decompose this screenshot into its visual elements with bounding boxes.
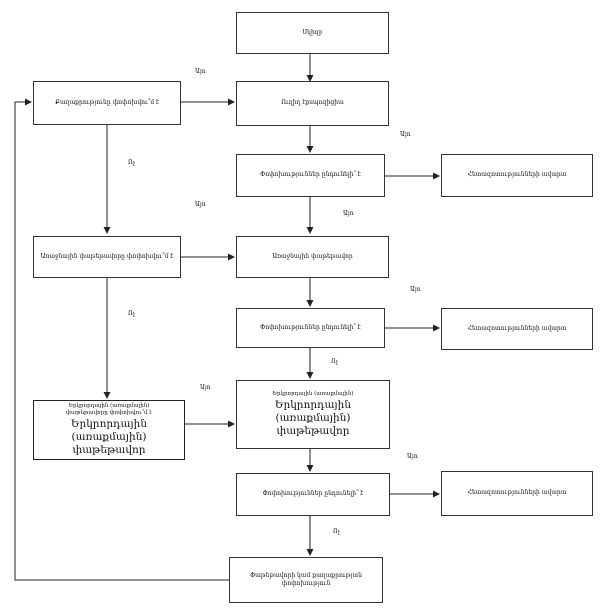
spatial-scaling-label: Առաջնային փաթեթավոր — [272, 252, 353, 260]
decision-2-box: Փոփոխություններ ընդունելի՞ է — [236, 308, 385, 348]
secondary-q-label-a: Երկրորդային (առաքմային) — [68, 402, 150, 409]
result-3-label: Հետազոտությունների ավարտ — [467, 489, 567, 497]
secondary-q-label-big: Երկրորդային (առաքմային) փաթեթավոր — [70, 417, 147, 456]
yes-label-7: Այո — [407, 453, 418, 460]
secondary-box: Երկրորդային (առաքմային) Երկրորդային (առա… — [236, 380, 390, 449]
decision-3-box: Փոփոխություններ ընդունելի՞ է — [236, 473, 390, 516]
result-2-label: Հետազոտությունների ավարտ — [467, 324, 567, 332]
secondary-q-label-b: փաթեթավորը փոփոխվու՞մ է — [65, 410, 153, 417]
no-label-4: Ոչ — [333, 528, 340, 535]
secondary-label-a: Երկրորդային (առաքմային) — [272, 391, 354, 398]
direct-access-box: Ուղիղ էքսպոզիցիա — [236, 81, 389, 126]
spatial-scaling-box: Առաջնային փաթեթավոր — [236, 236, 389, 278]
result-1-box: Հետազոտությունների ավարտ — [441, 154, 593, 197]
decision-1-label: Փոփոխություններ ընդունելի՞ է — [260, 171, 361, 179]
quality-change-box: Քաղաքրությունը փոփոխվու՞մ է — [33, 81, 181, 125]
result-3-box: Հետազոտությունների ավարտ — [441, 471, 593, 516]
decision-3-label: Փոփոխություններ ընդունելի՞ է — [262, 490, 364, 498]
yes-label-1: Այո — [195, 68, 206, 75]
spatial-scaling-q-label: Առաջնային փաթեթավորը փոփոխվու՞մ է — [40, 252, 174, 260]
no-label-1: Ոչ — [128, 159, 135, 166]
start-label: Սկիզբ — [302, 28, 323, 36]
final-box: Փաթեթավորի կամ քաղաքրության փոփոխություն — [229, 557, 383, 603]
start-box: Սկիզբ — [236, 12, 389, 54]
yes-label-6: Այո — [200, 384, 211, 391]
secondary-label-big: Երկրորդային (առաքմային) փաթեթավոր — [274, 398, 351, 437]
final-label: Փաթեթավորի կամ քաղաքրության փոփոխություն — [250, 571, 362, 587]
result-2-box: Հետազոտությունների ավարտ — [441, 308, 593, 350]
decision-2-label: Փոփոխություններ ընդունելի՞ է — [260, 323, 361, 331]
no-label-3: Ոչ — [331, 358, 338, 365]
yes-label-5: Այո — [410, 286, 421, 293]
no-label-2: Ոչ — [128, 310, 135, 317]
direct-access-label: Ուղիղ էքսպոզիցիա — [281, 99, 344, 107]
quality-change-label: Քաղաքրությունը փոփոխվու՞մ է — [54, 98, 160, 106]
secondary-q-box: Երկրորդային (առաքմային) փաթեթավորը փոփոխ… — [33, 400, 185, 460]
result-1-label: Հետազոտությունների ավարտ — [467, 171, 567, 179]
decision-1-box: Փոփոխություններ ընդունելի՞ է — [236, 154, 385, 197]
spatial-scaling-q-box: Առաջնային փաթեթավորը փոփոխվու՞մ է — [33, 236, 181, 278]
yes-label-2: Այո — [400, 131, 411, 138]
yes-label-4: Այո — [343, 210, 354, 217]
yes-label-3: Այո — [195, 201, 206, 208]
